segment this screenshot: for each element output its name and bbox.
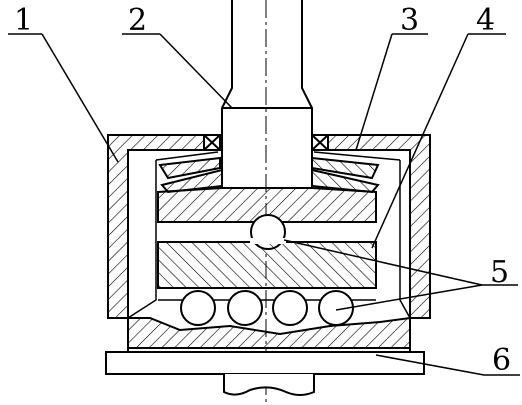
disc-springs xyxy=(158,156,380,194)
ball-row xyxy=(158,290,376,326)
label-part-4: 4 xyxy=(476,3,495,38)
label-part-2: 2 xyxy=(128,3,147,38)
label-part-1: 1 xyxy=(14,3,33,38)
shaft-seals xyxy=(203,134,329,151)
label-part-3: 3 xyxy=(400,3,419,38)
middle-plate xyxy=(157,238,377,289)
bottom-race xyxy=(105,316,425,375)
label-part-5: 5 xyxy=(490,255,509,290)
leader-lines xyxy=(8,33,520,376)
shaft xyxy=(221,0,313,405)
lower-shaft-stub xyxy=(223,374,315,396)
label-part-6: 6 xyxy=(492,343,511,378)
upper-thrust-plate xyxy=(157,187,377,223)
